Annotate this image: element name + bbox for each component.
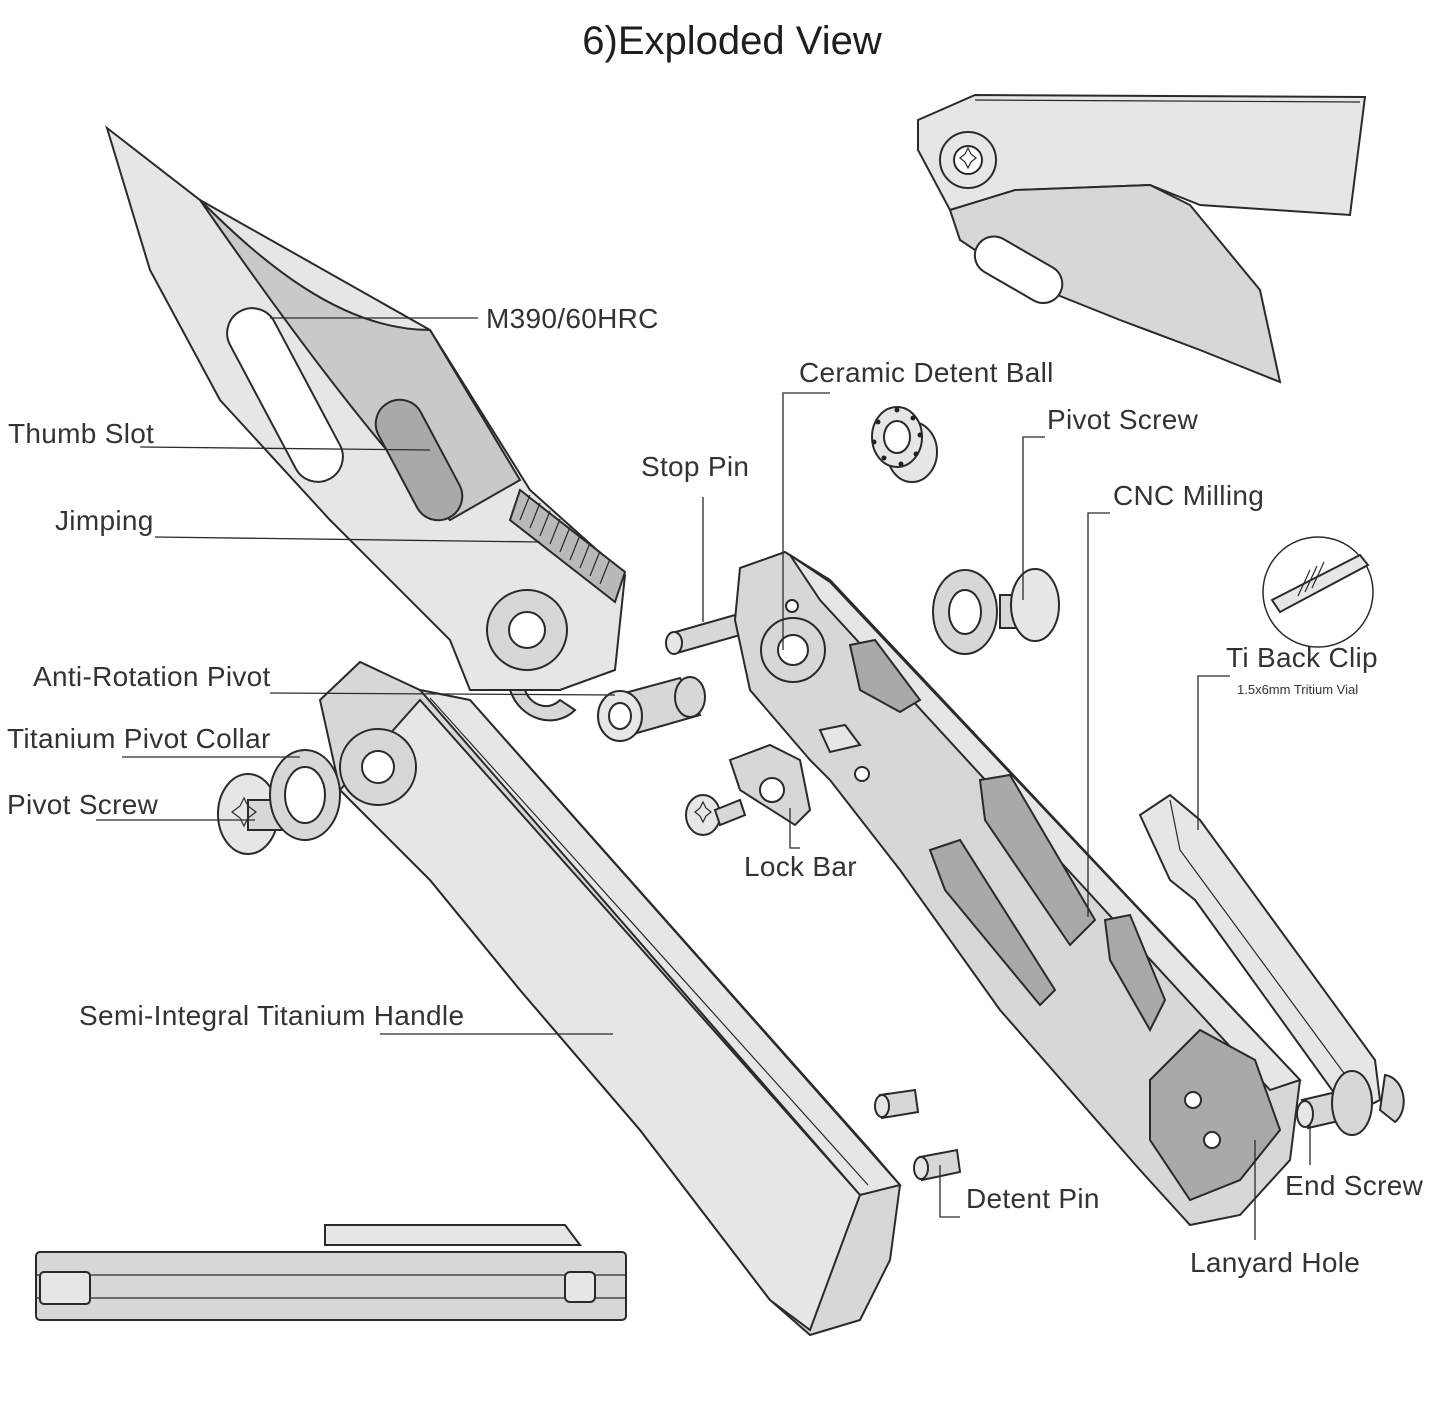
anti-rotation-pivot-illustration (597, 676, 706, 742)
diagram-title: 6)Exploded View (582, 19, 882, 63)
label-stop-pin: Stop Pin (641, 451, 749, 482)
clip-detail-inset (1262, 536, 1374, 648)
label-jimping: Jimping (55, 505, 154, 536)
closed-knife-illustration (917, 93, 1367, 384)
label-blade-steel: M390/60HRC (486, 303, 659, 334)
part-labels: M390/60HRC Thumb Slot Jimping Anti-Rotat… (7, 303, 1424, 1278)
blade-illustration (105, 125, 627, 722)
label-end-screw: End Screw (1285, 1170, 1424, 1201)
ceramic-detent-ball-illustration (871, 406, 938, 483)
milled-liner-illustration (733, 550, 1302, 1227)
label-ceramic-detent-ball: Ceramic Detent Ball (799, 357, 1054, 388)
label-cnc-milling: CNC Milling (1113, 480, 1264, 511)
back-clip-illustration (1138, 793, 1405, 1124)
label-detent-pin: Detent Pin (966, 1183, 1100, 1214)
label-thumb-slot: Thumb Slot (8, 418, 154, 449)
label-semi-integral-handle: Semi-Integral Titanium Handle (79, 1000, 464, 1031)
stop-pin-illustration (665, 613, 742, 655)
side-profile-illustration (35, 1224, 627, 1321)
label-lock-bar: Lock Bar (744, 851, 857, 882)
pivot-screw-left-illustration (217, 749, 341, 855)
pivot-screw-right-illustration (932, 568, 1060, 655)
label-tritium-vial: 1.5x6mm Tritium Vial (1237, 682, 1358, 697)
label-pivot-screw-right: Pivot Screw (1047, 404, 1199, 435)
label-lanyard-hole: Lanyard Hole (1190, 1247, 1360, 1278)
jimping-ridges (508, 488, 627, 604)
label-ti-back-clip: Ti Back Clip (1226, 642, 1378, 673)
lock-bar-illustration (685, 723, 862, 836)
label-anti-rotation-pivot: Anti-Rotation Pivot (33, 661, 271, 692)
end-screw-illustration (1296, 1070, 1373, 1136)
leader-lines (96, 317, 1311, 1240)
label-pivot-screw-left: Pivot Screw (7, 789, 159, 820)
label-titanium-pivot-collar: Titanium Pivot Collar (7, 723, 271, 754)
detent-pins-illustration (874, 1088, 962, 1182)
